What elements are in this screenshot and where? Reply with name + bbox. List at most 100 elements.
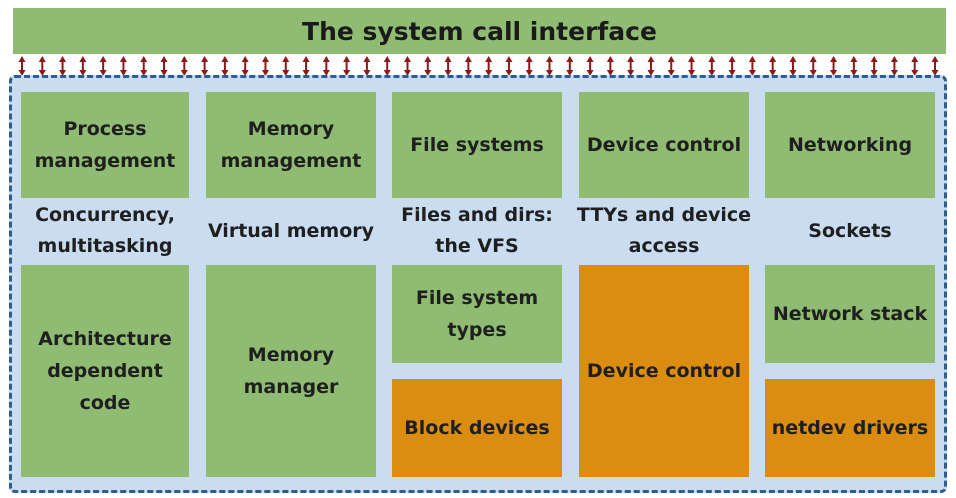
syscall-arrow-head-up xyxy=(424,56,432,62)
networking-box: Networking xyxy=(765,92,935,198)
syscall-arrow-head-down xyxy=(769,70,777,76)
system-call-interface-banner: The system call interface xyxy=(13,8,946,54)
syscall-arrow-head-down xyxy=(59,70,67,76)
syscall-arrow-head-up xyxy=(38,56,46,62)
syscall-arrow-head-down xyxy=(890,70,898,76)
concurrency-label: Concurrency, multitasking xyxy=(35,204,175,257)
syscall-arrow-head-down xyxy=(525,70,533,76)
syscall-arrow-head-up xyxy=(627,56,635,62)
syscall-arrow-head-down xyxy=(119,70,127,76)
syscall-arrow-head-up xyxy=(282,56,290,62)
syscall-arrow-head-up xyxy=(59,56,67,62)
syscall-arrow-head-up xyxy=(383,56,391,62)
syscall-arrow-head-up xyxy=(140,56,148,62)
syscall-arrow-head-down xyxy=(667,70,675,76)
process-management-box: Process management xyxy=(21,92,189,198)
syscall-arrow-head-down xyxy=(343,70,351,76)
syscall-arrow-head-up xyxy=(363,56,371,62)
syscall-arrow-head-up xyxy=(748,56,756,62)
syscall-arrow-head-down xyxy=(444,70,452,76)
syscall-arrow-head-down xyxy=(322,70,330,76)
syscall-arrow-head-up xyxy=(505,56,513,62)
syscall-arrow-head-down xyxy=(302,70,310,76)
syscall-arrow-head-down xyxy=(282,70,290,76)
syscall-arrow-head-down xyxy=(850,70,858,76)
syscall-arrow-head-down xyxy=(830,70,838,76)
syscall-arrow-head-down xyxy=(789,70,797,76)
syscall-arrow-head-up xyxy=(911,56,919,62)
syscall-arrow-head-down xyxy=(688,70,696,76)
syscall-arrow-head-up xyxy=(546,56,554,62)
syscall-arrow-head-down xyxy=(566,70,574,76)
syscall-arrow-head-down xyxy=(586,70,594,76)
syscall-arrow-head-up xyxy=(870,56,878,62)
syscall-arrow-head-up xyxy=(931,56,939,62)
syscall-arrow-head-down xyxy=(464,70,472,76)
syscall-arrow-head-down xyxy=(79,70,87,76)
syscall-arrow-head-down xyxy=(748,70,756,76)
syscall-arrow-head-up xyxy=(586,56,594,62)
syscall-arrow-head-down xyxy=(931,70,939,76)
syscall-arrow-head-up xyxy=(403,56,411,62)
sockets-label: Sockets xyxy=(808,219,892,242)
syscall-arrows xyxy=(18,56,939,76)
syscall-arrow-head-down xyxy=(38,70,46,76)
syscall-arrow-head-up xyxy=(261,56,269,62)
syscall-arrow-head-up xyxy=(688,56,696,62)
syscall-arrow-head-up xyxy=(322,56,330,62)
syscall-arrow-head-down xyxy=(809,70,817,76)
syscall-arrow-head-up xyxy=(444,56,452,62)
syscall-arrow-head-up xyxy=(241,56,249,62)
syscall-arrow-head-down xyxy=(363,70,371,76)
syscall-arrow-head-down xyxy=(870,70,878,76)
syscall-arrow-head-down xyxy=(383,70,391,76)
syscall-arrow-head-down xyxy=(403,70,411,76)
syscall-arrow-head-up xyxy=(647,56,655,62)
syscall-arrow-head-up xyxy=(464,56,472,62)
syscall-arrow-head-up xyxy=(809,56,817,62)
syscall-arrow-head-up xyxy=(18,56,26,62)
syscall-arrow-head-up xyxy=(708,56,716,62)
device-control-title-box: Device control xyxy=(579,92,749,198)
syscall-arrow-head-up xyxy=(119,56,127,62)
architecture-dependent-code-box: Architecture dependent code xyxy=(21,265,189,477)
syscall-arrow-head-up xyxy=(302,56,310,62)
memory-manager-box: Memory manager xyxy=(206,265,376,477)
syscall-arrow-head-up xyxy=(566,56,574,62)
syscall-arrow-head-down xyxy=(241,70,249,76)
syscall-arrow-head-down xyxy=(546,70,554,76)
syscall-arrow-head-up xyxy=(830,56,838,62)
syscall-arrow-head-down xyxy=(18,70,26,76)
netdev-drivers-box: netdev drivers xyxy=(765,379,935,477)
syscall-arrow-head-down xyxy=(160,70,168,76)
syscall-arrow-head-down xyxy=(201,70,209,76)
syscall-arrow-head-down xyxy=(708,70,716,76)
syscall-arrow-head-down xyxy=(221,70,229,76)
syscall-arrow-head-down xyxy=(505,70,513,76)
memory-management-box: Memory management xyxy=(206,92,376,198)
syscall-arrow-head-up xyxy=(890,56,898,62)
syscall-arrow-head-up xyxy=(221,56,229,62)
syscall-arrow-head-up xyxy=(850,56,858,62)
syscall-arrow-head-down xyxy=(911,70,919,76)
vfs-label: Files and dirs: the VFS xyxy=(401,204,553,257)
network-stack-box: Network stack xyxy=(765,265,935,363)
syscall-arrow-head-up xyxy=(160,56,168,62)
syscall-arrow-head-down xyxy=(485,70,493,76)
syscall-arrow-head-down xyxy=(180,70,188,76)
file-system-types-box: File system types xyxy=(392,265,562,363)
syscall-arrow-head-down xyxy=(728,70,736,76)
syscall-arrow-head-down xyxy=(424,70,432,76)
file-systems-box: File systems xyxy=(392,92,562,198)
device-control-box: Device control xyxy=(579,265,749,477)
block-devices-box: Block devices xyxy=(392,379,562,477)
syscall-arrow-head-up xyxy=(769,56,777,62)
syscall-arrow-head-up xyxy=(728,56,736,62)
syscall-arrow-head-up xyxy=(79,56,87,62)
syscall-arrow-head-up xyxy=(201,56,209,62)
syscall-arrow-head-up xyxy=(667,56,675,62)
syscall-arrow-head-down xyxy=(261,70,269,76)
syscall-arrow-head-up xyxy=(180,56,188,62)
syscall-arrow-head-up xyxy=(99,56,107,62)
syscall-arrow-head-down xyxy=(647,70,655,76)
